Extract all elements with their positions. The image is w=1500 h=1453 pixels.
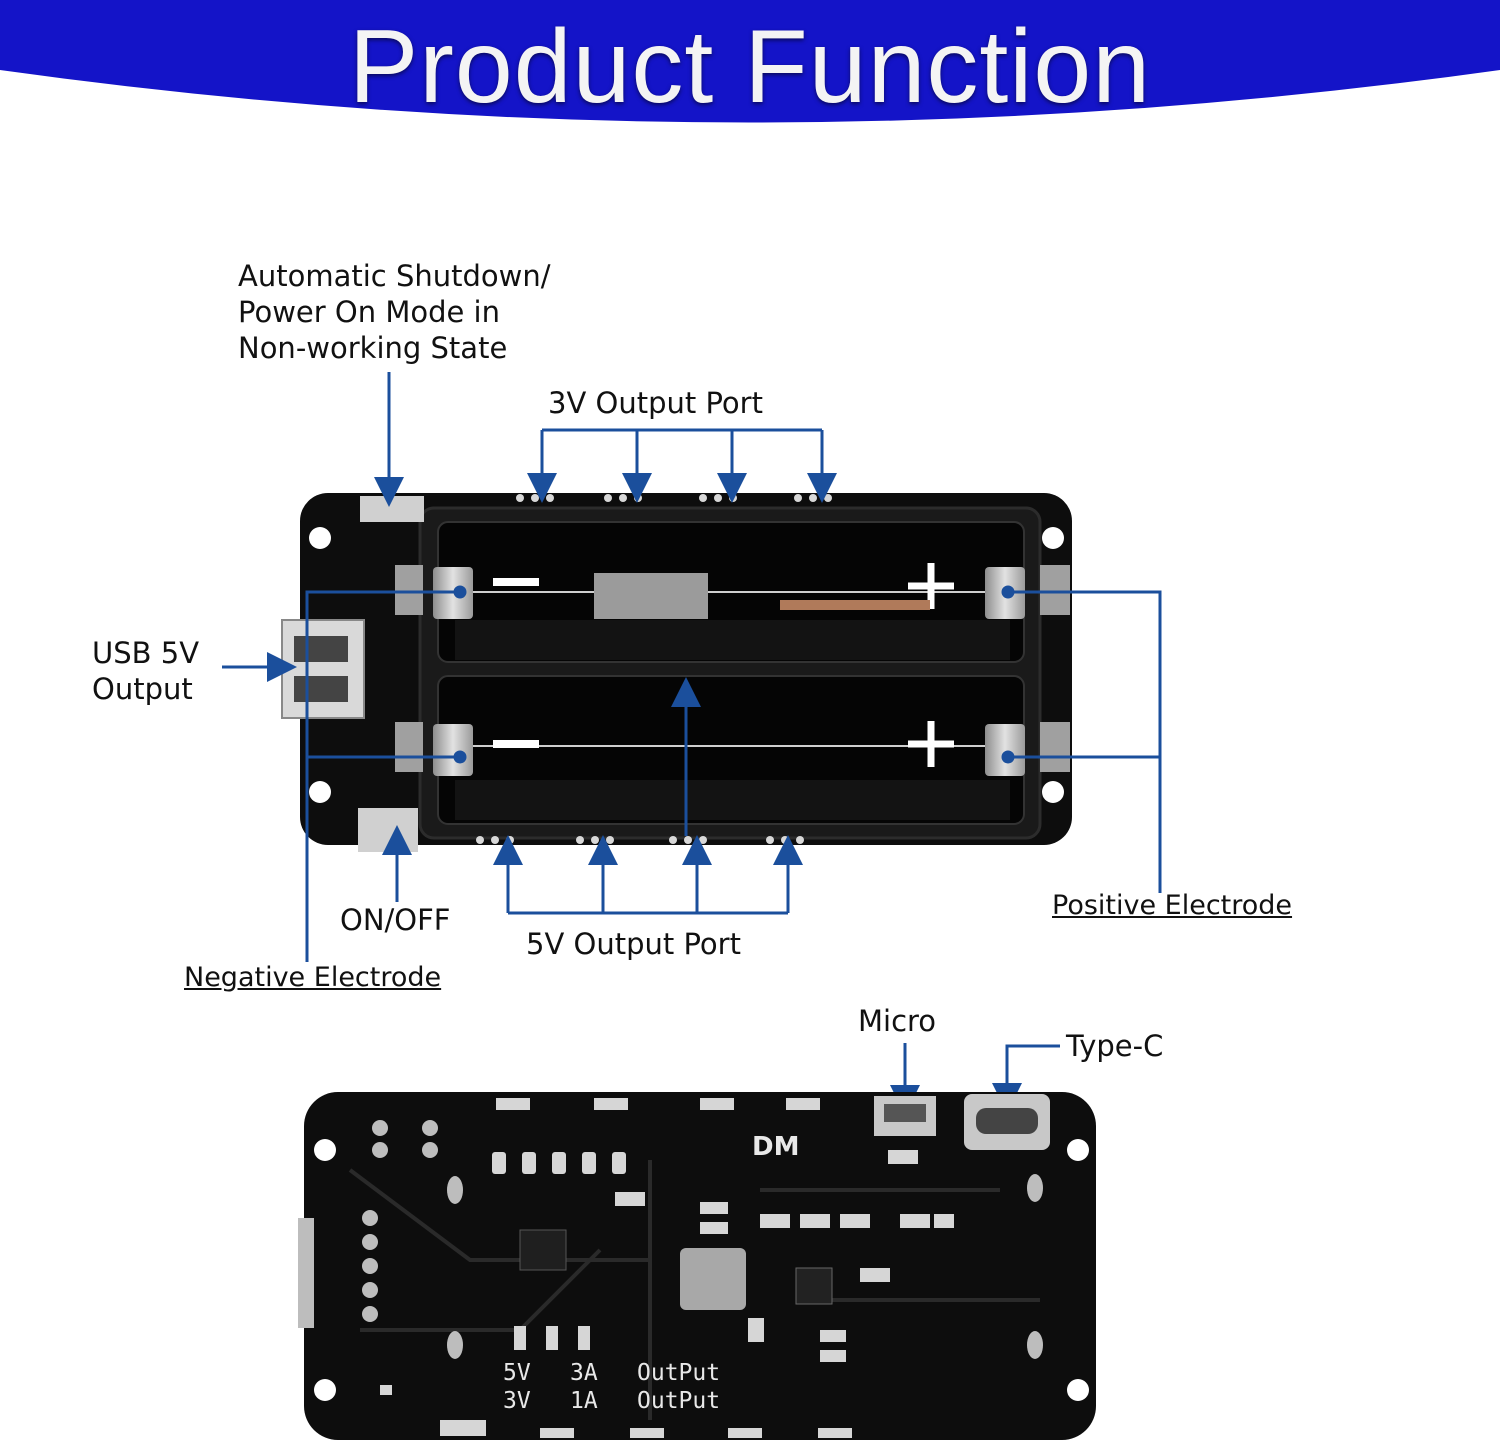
negative-contact xyxy=(433,724,473,776)
label-line: Output xyxy=(92,672,193,706)
mount-hole xyxy=(309,527,331,549)
label-3v-output-port: 3V Output Port xyxy=(548,386,763,420)
label-5v-output-port: 5V Output Port xyxy=(526,927,741,961)
callout-lines xyxy=(222,372,1162,1115)
silk-output-2: OutPut xyxy=(637,1388,721,1414)
silk-3v: 3V xyxy=(503,1388,531,1414)
plus-mark xyxy=(908,563,954,609)
pcb-bottom xyxy=(298,1092,1096,1440)
silk-output-1: OutPut xyxy=(637,1360,721,1386)
auto-mode-switch xyxy=(360,496,424,522)
silk-5v: 5V xyxy=(503,1360,531,1386)
title-banner: Product Function xyxy=(0,0,1500,150)
page-title: Product Function xyxy=(348,9,1152,125)
silk-1a: 1A xyxy=(570,1388,598,1414)
label-line: Power On Mode in xyxy=(238,295,500,329)
label-auto-shutdown: Automatic Shutdown/ Power On Mode in Non… xyxy=(238,258,551,366)
label-usb-output: USB 5V Output xyxy=(92,635,199,707)
silk-3a: 3A xyxy=(570,1360,598,1386)
power-switch xyxy=(358,808,418,852)
minus-mark xyxy=(493,740,539,748)
label-micro: Micro xyxy=(858,1004,937,1038)
positive-contact xyxy=(985,724,1025,776)
label-line: Non-working State xyxy=(238,331,508,365)
mount-hole xyxy=(1042,527,1064,549)
mount-hole xyxy=(309,781,331,803)
plus-mark xyxy=(908,721,954,767)
label-positive-electrode: Positive Electrode xyxy=(1052,890,1293,921)
label-on-off: ON/OFF xyxy=(340,903,451,937)
mount-hole xyxy=(314,1379,336,1401)
usb-port xyxy=(281,619,365,719)
mount-hole xyxy=(314,1139,336,1161)
brand-logo: DM xyxy=(752,1132,800,1162)
battery-board-top xyxy=(281,493,1072,852)
inductor xyxy=(680,1248,746,1310)
mount-hole xyxy=(1042,781,1064,803)
minus-mark xyxy=(493,578,539,586)
label-negative-electrode: Negative Electrode xyxy=(184,962,442,993)
label-type-c: Type-C xyxy=(1066,1029,1164,1063)
label-line: Automatic Shutdown/ xyxy=(238,259,551,293)
mount-hole xyxy=(1067,1139,1089,1161)
mount-hole xyxy=(1067,1379,1089,1401)
banner-shape xyxy=(0,0,1500,123)
label-line: USB 5V xyxy=(92,636,200,670)
